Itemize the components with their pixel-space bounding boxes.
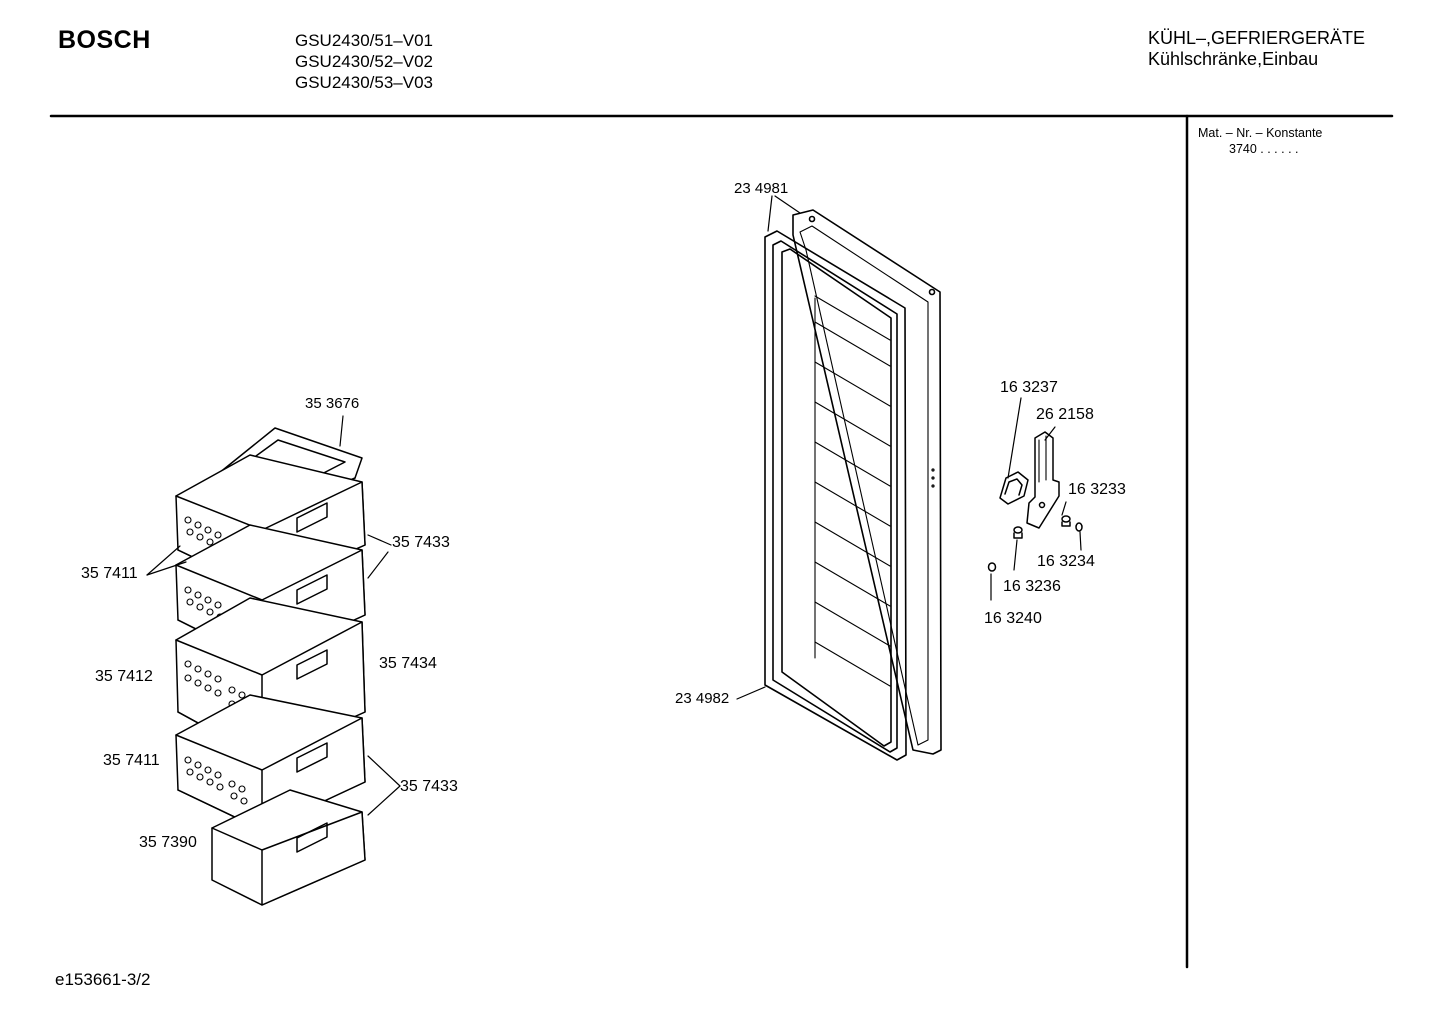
part-label: 35 7411 [81,565,138,582]
door-gasket [764,230,907,761]
mat-nr-panel: Mat. – Nr. – Konstante 3740 . . . . . . [1198,125,1322,157]
part-label: 23 4981 [734,180,789,197]
part-label: 16 3234 [1037,553,1095,570]
hinge-bracket [999,471,1029,505]
hinge-screw-b [1061,515,1071,527]
door-leader-lines [736,195,801,700]
model-list: GSU2430/51–V01 GSU2430/52–V02 GSU2430/53… [295,30,433,93]
part-label: 35 7434 [379,655,437,672]
model-number: GSU2430/51–V01 [295,31,433,50]
part-label: 16 3240 [984,610,1042,627]
category-line-1: KÜHL–,GEFRIERGERÄTE [1148,28,1366,48]
drawer-stack [146,415,401,906]
part-label: 16 3237 [1000,379,1058,396]
hinge-screw-a [1013,526,1023,539]
part-label: 35 7433 [400,778,458,795]
hinge-assembly [987,397,1083,601]
category-heading: KÜHL–,GEFRIERGERÄTE Kühlschränke,Einbau [1148,28,1365,70]
part-label: 35 7433 [392,534,450,551]
brand-logo: BOSCH [58,26,151,54]
category-line-2: Kühlschränke,Einbau [1148,49,1319,69]
mat-nr-value: 3740 . . . . . . [1229,142,1299,156]
hinge-plate [1026,431,1060,529]
part-label: 35 7411 [103,752,160,769]
part-label: 35 7412 [95,668,153,685]
mat-nr-label: Mat. – Nr. – Konstante [1198,126,1323,140]
part-label: 26 2158 [1036,406,1094,423]
drawer-leader-lines [146,415,401,816]
door-shelf-lines [814,295,891,687]
hinge-washer-b [987,562,997,572]
part-label: 16 3233 [1068,481,1126,498]
part-label: 16 3236 [1003,578,1061,595]
door-panel [792,209,942,755]
model-number: GSU2430/52–V02 [295,52,433,71]
hinge-leader-lines [990,397,1082,601]
part-label: 35 3676 [305,395,360,412]
bottom-drawer [211,789,366,906]
model-number: GSU2430/53–V03 [295,73,433,92]
hinge-washer-a [1075,522,1083,532]
door-assembly [736,195,942,761]
document-id: e153661-3/2 [55,970,151,989]
part-label: 23 4982 [675,690,730,707]
part-label: 35 7390 [139,834,197,851]
